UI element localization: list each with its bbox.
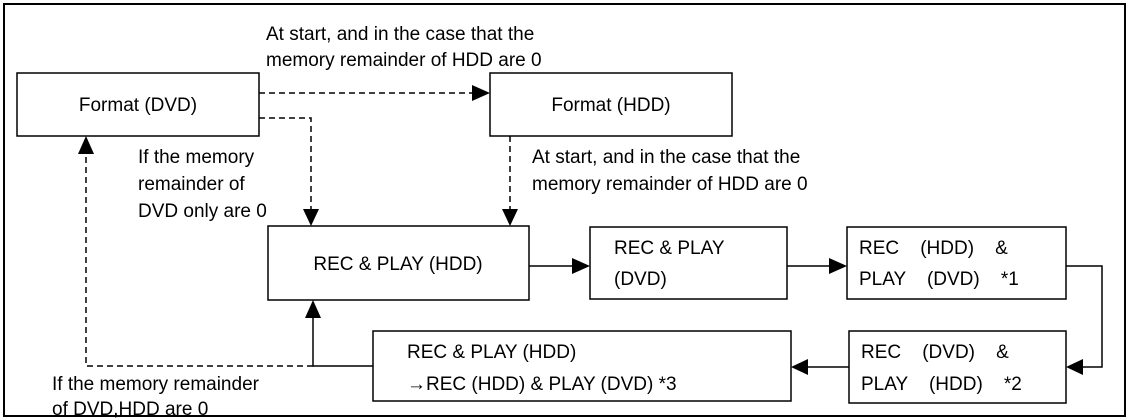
arrowhead-rec-play-hdd-right — [502, 209, 518, 226]
format-dvd-box — [16, 72, 260, 137]
edge-format-dvd-to-rec-play-hdd — [259, 117, 312, 209]
edge-rec-hdd-play-dvd-to-rec-dvd-play-hdd — [1066, 265, 1103, 368]
edge-return-to-format-dvd — [85, 154, 313, 367]
dvd-only-condition-line-1: If the memory — [138, 147, 255, 168]
format-hdd-box — [489, 72, 733, 137]
both-condition-line-1: If the memory remainder — [52, 374, 260, 395]
rec-dvd-play-hdd-line-1: REC (DVD) & — [861, 342, 1009, 363]
rec-play-dvd-line-2: (DVD) — [614, 269, 667, 290]
rec-play-dvd-box — [589, 226, 788, 300]
arrowhead-format-dvd — [78, 136, 94, 154]
right-condition-line-2: memory remainder of HDD are 0 — [532, 174, 808, 195]
rec-play-hdd-box — [267, 225, 530, 301]
arrowhead-rec-play-dvd — [572, 258, 590, 274]
rec-dvd-play-hdd-box — [848, 330, 1067, 404]
diagram-frame — [3, 3, 1126, 417]
arrowhead-rec-play-hdd-bottom — [305, 300, 321, 318]
arrowhead-rec-hdd-play-dvd — [829, 258, 847, 274]
top-condition-line-2: memory remainder of HDD are 0 — [266, 50, 542, 71]
arrowhead-rec-dvd-play-hdd — [1066, 359, 1083, 375]
rec-dvd-play-hdd-line-2: PLAY (HDD) *2 — [861, 374, 1022, 395]
rec-hdd-play-dvd-line-2: PLAY (DVD) *1 — [859, 269, 1019, 290]
format-dvd-label: Format (DVD) — [79, 95, 197, 116]
top-condition-line-1: At start, and in the case that the — [266, 24, 534, 45]
arrowhead-rec-play-hdd-left — [303, 209, 319, 226]
rec-play-hdd-switch-line-2: →REC (HDD) & PLAY (DVD) *3 — [407, 374, 677, 395]
right-condition-line-1: At start, and in the case that the — [532, 147, 800, 168]
format-hdd-label: Format (HDD) — [551, 95, 670, 116]
arrowhead-format-hdd — [472, 85, 490, 101]
both-condition-line-2: of DVD,HDD are 0 — [52, 399, 208, 420]
rec-hdd-play-dvd-box — [846, 226, 1067, 300]
rec-play-dvd-line-1: REC & PLAY — [614, 238, 725, 259]
rec-play-hdd-switch-box — [372, 330, 792, 402]
rec-play-hdd-label: REC & PLAY (HDD) — [313, 254, 482, 275]
dvd-only-condition-line-2: remainder of — [138, 174, 245, 195]
rec-hdd-play-dvd-line-1: REC (HDD) & — [859, 238, 1008, 259]
dvd-only-condition-line-3: DVD only are 0 — [138, 201, 267, 222]
arrowhead-switch — [791, 359, 808, 375]
edge-switch-to-rec-play-hdd — [312, 318, 373, 367]
rec-play-hdd-switch-line-1: REC & PLAY (HDD) — [407, 342, 576, 363]
